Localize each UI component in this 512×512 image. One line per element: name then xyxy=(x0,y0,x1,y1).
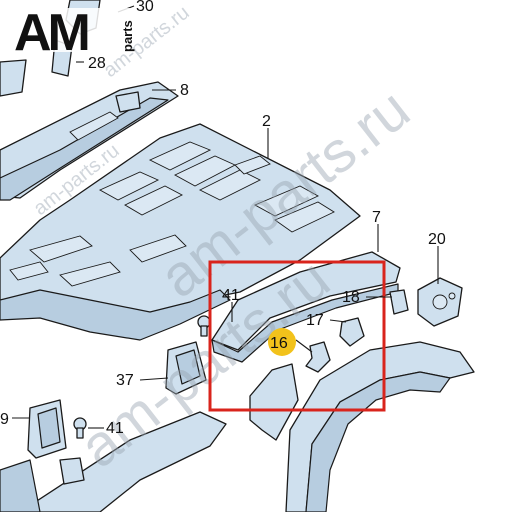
leader-lines xyxy=(12,5,439,429)
bracket-part-37 xyxy=(165,341,207,395)
callout-30: 30 xyxy=(136,0,154,15)
wheel-housing xyxy=(249,341,475,512)
bracket-part-16 xyxy=(305,341,331,373)
callout-28: 28 xyxy=(88,55,106,72)
callout-16-badge xyxy=(268,328,296,356)
callout-16: 16 xyxy=(270,335,288,352)
bracket-part-39 xyxy=(27,399,67,459)
bolt-41b xyxy=(73,417,87,439)
callout-20: 20 xyxy=(428,231,446,248)
callout-41b: 41 xyxy=(106,420,124,437)
callout-41a: 41 xyxy=(222,287,240,304)
bracket-part-18 xyxy=(389,289,409,315)
callout-9: 9 xyxy=(0,411,9,428)
am-parts-logo: AM parts xyxy=(10,4,135,62)
callout-2: 2 xyxy=(262,113,271,130)
rail-part-8 xyxy=(0,81,179,201)
callout-37: 37 xyxy=(116,372,134,389)
cross-member-part-7 xyxy=(211,251,401,363)
logo-letters: AM xyxy=(14,4,88,62)
callout-8: 8 xyxy=(180,82,189,99)
callout-17: 17 xyxy=(306,312,324,329)
logo-subtext: parts xyxy=(120,20,135,52)
floor-pan-part-2 xyxy=(0,123,361,341)
callout-18: 18 xyxy=(342,289,360,306)
highlight-frame xyxy=(208,260,386,412)
bracket-part-20 xyxy=(417,277,463,327)
bracket-part-17 xyxy=(339,317,365,347)
callout-7: 7 xyxy=(372,209,381,226)
lower-rail xyxy=(0,411,227,512)
